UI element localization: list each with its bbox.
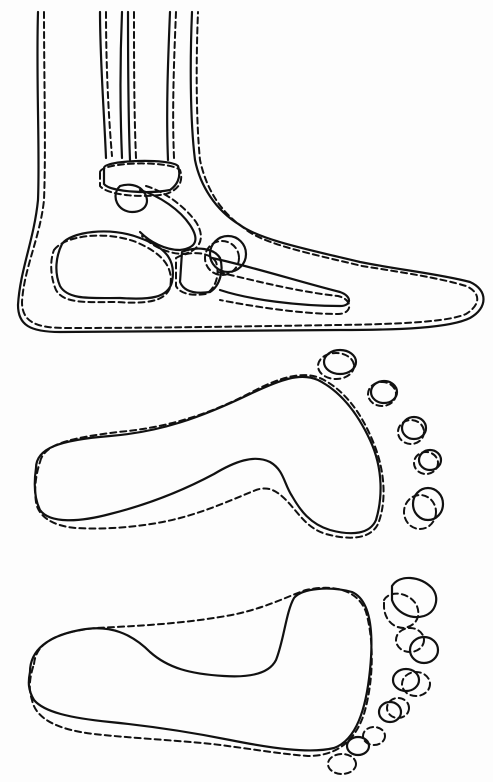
toe-big-solid: [392, 578, 436, 617]
metatarsal-dashed: [218, 272, 349, 314]
cuboid-solid: [180, 249, 222, 293]
footprint-lower-solid: [29, 589, 372, 751]
toe-c-dashed: [402, 672, 430, 696]
lateral-foot-outline-solid: [18, 12, 484, 332]
toe-f-dashed: [328, 754, 356, 774]
fibula-dashed: [106, 12, 112, 156]
calcaneus-dashed: [51, 236, 171, 303]
metatarsal-solid: [212, 258, 349, 306]
footprint-lower-panel: [29, 578, 438, 774]
toe-big-dashed: [384, 594, 418, 628]
footprint-upper-dashed: [35, 375, 383, 538]
toe-d-solid: [379, 702, 401, 722]
lateral-foot-panel: [18, 12, 484, 332]
toe-e-dashed: [363, 727, 385, 745]
toe-4-dashed: [414, 452, 438, 474]
toe-d-dashed: [387, 698, 409, 718]
calcaneus-solid: [56, 231, 173, 298]
footprint-lower-dashed: [30, 588, 372, 756]
toe-5-solid: [413, 488, 443, 520]
toe-1-dashed: [318, 353, 354, 379]
lateral-foot-outline-dashed: [22, 12, 477, 328]
toe-e-solid: [347, 737, 369, 755]
navicular-solid: [116, 185, 147, 212]
toe-5-dashed: [404, 495, 436, 529]
footprint-upper-panel: [35, 350, 443, 538]
